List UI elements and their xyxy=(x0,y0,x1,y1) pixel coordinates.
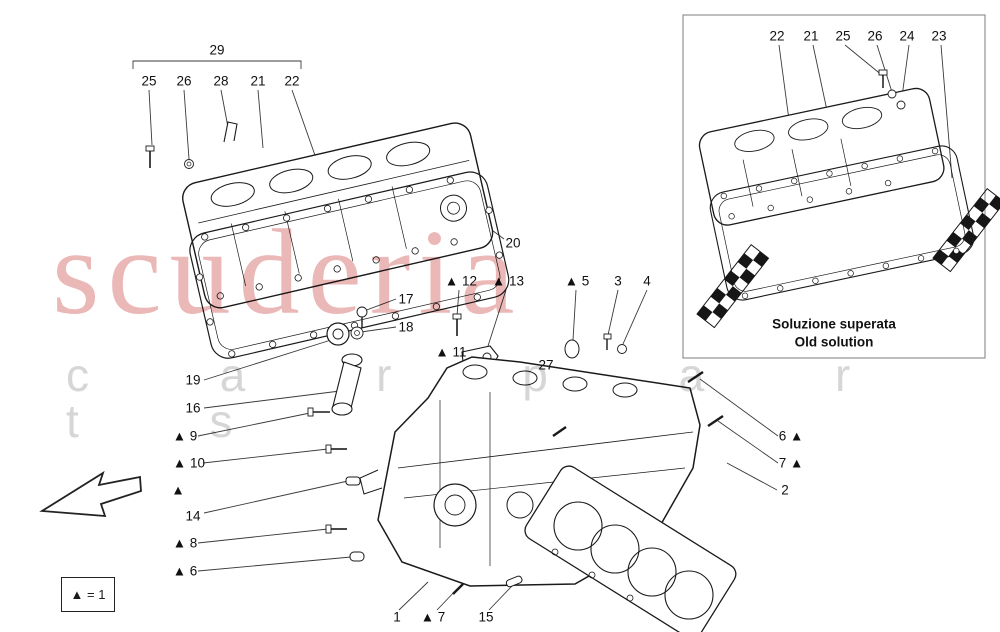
callout-21: 21 xyxy=(250,73,266,89)
old-solution-inset xyxy=(682,14,1000,359)
inset-callout-23: 23 xyxy=(931,28,947,44)
inset-callout-26: 26 xyxy=(867,28,883,44)
callout-22: 22 xyxy=(284,73,300,89)
old-valve-cover-drawing xyxy=(698,87,945,226)
valve-cover-drawing xyxy=(182,121,494,309)
inset-caption-english: Old solution xyxy=(794,334,874,350)
inset-callout-25: 25 xyxy=(835,28,851,44)
hardware-parts-drawing xyxy=(145,145,724,595)
callout-20: 20 xyxy=(505,235,521,251)
callout-16: 16 xyxy=(185,400,201,416)
callout-29: 29 xyxy=(209,42,225,58)
old-gasket-drawing xyxy=(709,145,975,301)
callout-9: ▲ 9 xyxy=(172,428,198,444)
legend-box: ▲ = 1 xyxy=(61,577,115,612)
callout-12: ▲ 12 xyxy=(444,273,478,289)
callout-1: 1 xyxy=(393,609,401,625)
cover-gasket-drawing xyxy=(189,171,510,359)
legend-text: ▲ = 1 xyxy=(70,587,106,602)
old-hardware-drawing xyxy=(878,69,906,110)
front-fittings-drawing xyxy=(326,322,499,416)
callout-6-right: 6 ▲ xyxy=(778,428,804,444)
callout-3: 3 xyxy=(614,273,622,289)
checkered-flag-left xyxy=(696,243,770,329)
callout-15: 15 xyxy=(478,609,494,625)
callout-7-bottom: ▲ 7 xyxy=(420,609,446,625)
callout-28: 28 xyxy=(213,73,229,89)
inset-caption-italian: Soluzione superata xyxy=(772,316,896,332)
callout-7-right: 7 ▲ xyxy=(778,455,804,471)
callout-18: 18 xyxy=(398,319,414,335)
head-gasket-drawing xyxy=(524,465,737,632)
callout-triangle: ▲ xyxy=(171,482,185,498)
callout-5: ▲ 5 xyxy=(564,273,590,289)
callout-4: 4 xyxy=(643,273,651,289)
callout-19: 19 xyxy=(185,372,201,388)
callout-13: ▲ 13 xyxy=(491,273,525,289)
inset-callout-21: 21 xyxy=(803,28,819,44)
callout-27: 27 xyxy=(538,357,554,373)
callout-17: 17 xyxy=(398,291,414,307)
callout-8: ▲ 8 xyxy=(172,535,198,551)
inset-callout-22: 22 xyxy=(769,28,785,44)
callout-2: 2 xyxy=(781,482,789,498)
callout-10: ▲ 10 xyxy=(172,455,206,471)
callout-25: 25 xyxy=(141,73,157,89)
checkered-flag-right xyxy=(932,187,1000,273)
inset-callout-24: 24 xyxy=(899,28,915,44)
callout-11: ▲ 11 xyxy=(435,344,467,360)
callout-26: 26 xyxy=(176,73,192,89)
callout-14: 14 xyxy=(185,508,201,524)
direction-arrow xyxy=(39,470,142,518)
leader-lines xyxy=(132,44,953,611)
callout-6-left: ▲ 6 xyxy=(172,563,198,579)
